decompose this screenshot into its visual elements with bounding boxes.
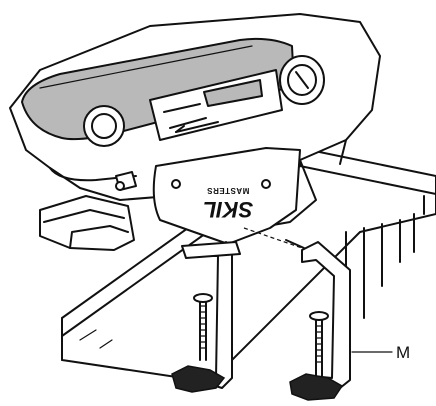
- callout-m-label: M: [396, 343, 410, 362]
- alignment-line: [243, 227, 303, 249]
- clamp-right: [285, 239, 351, 401]
- clamp-knob-left: [171, 365, 226, 393]
- sander-foot: [39, 195, 135, 251]
- clamp-left: [171, 241, 241, 393]
- brand-logo: SKIL: [203, 197, 253, 222]
- workbench: [61, 147, 436, 383]
- callout-m: M: [351, 343, 410, 362]
- brand-subline: MASTERS: [207, 186, 250, 195]
- clamp-knob-right: [289, 373, 344, 401]
- front-plate: SKIL MASTERS: [152, 147, 301, 245]
